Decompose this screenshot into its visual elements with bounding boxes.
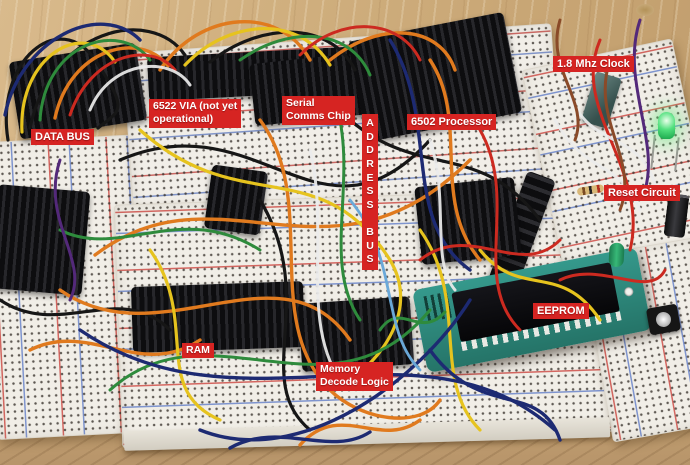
label-ram: RAM bbox=[182, 343, 214, 359]
wood-knot bbox=[636, 4, 654, 16]
label-eeprom: EEPROM bbox=[533, 303, 589, 320]
connector-housings-left bbox=[0, 184, 91, 296]
board-vent-slots bbox=[423, 291, 454, 322]
connector-housings-center bbox=[203, 164, 269, 236]
reset-push-button bbox=[645, 303, 682, 336]
label-memory-decode: Memory Decode Logic bbox=[316, 362, 393, 391]
label-address-bus: A D D R E S S B U S bbox=[362, 114, 378, 271]
green-capacitor bbox=[608, 242, 625, 268]
ram-chip-and-headers bbox=[130, 281, 306, 353]
label-reset-circuit: Reset Circuit bbox=[604, 185, 680, 202]
label-clock: 1.8 Mhz Clock bbox=[553, 56, 634, 73]
green-led bbox=[658, 112, 675, 139]
board-mount-hole bbox=[623, 286, 635, 297]
label-6502-processor: 6502 Processor bbox=[407, 114, 497, 131]
led-legs bbox=[650, 134, 680, 172]
memory-decode-chips bbox=[297, 296, 415, 372]
label-serial-comms-chip: Serial Comms Chip bbox=[282, 96, 355, 125]
label-6522-via: 6522 VIA (not yet operational) bbox=[149, 99, 242, 128]
connector-housings-mid-right bbox=[414, 176, 522, 266]
label-data-bus: DATA BUS bbox=[31, 129, 94, 146]
